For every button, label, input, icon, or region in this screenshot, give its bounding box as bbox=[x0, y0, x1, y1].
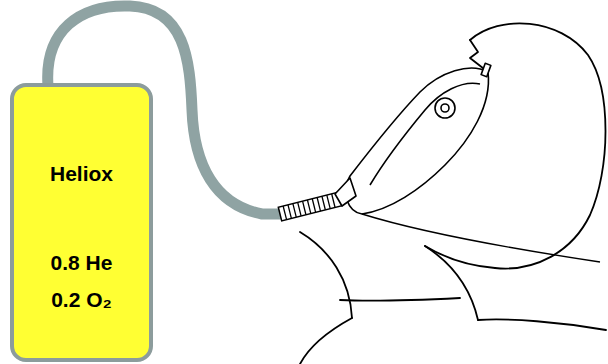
gas-fraction: 0.8 He bbox=[14, 251, 149, 275]
corrugated-tube bbox=[278, 192, 342, 221]
patient-head bbox=[300, 23, 606, 364]
gas-cylinder: Heliox 0.8 He 0.2 O₂ bbox=[10, 83, 153, 362]
gas-name: Heliox bbox=[14, 162, 149, 186]
face-mask bbox=[335, 63, 600, 262]
gas-fraction: 0.2 O₂ bbox=[14, 288, 149, 312]
